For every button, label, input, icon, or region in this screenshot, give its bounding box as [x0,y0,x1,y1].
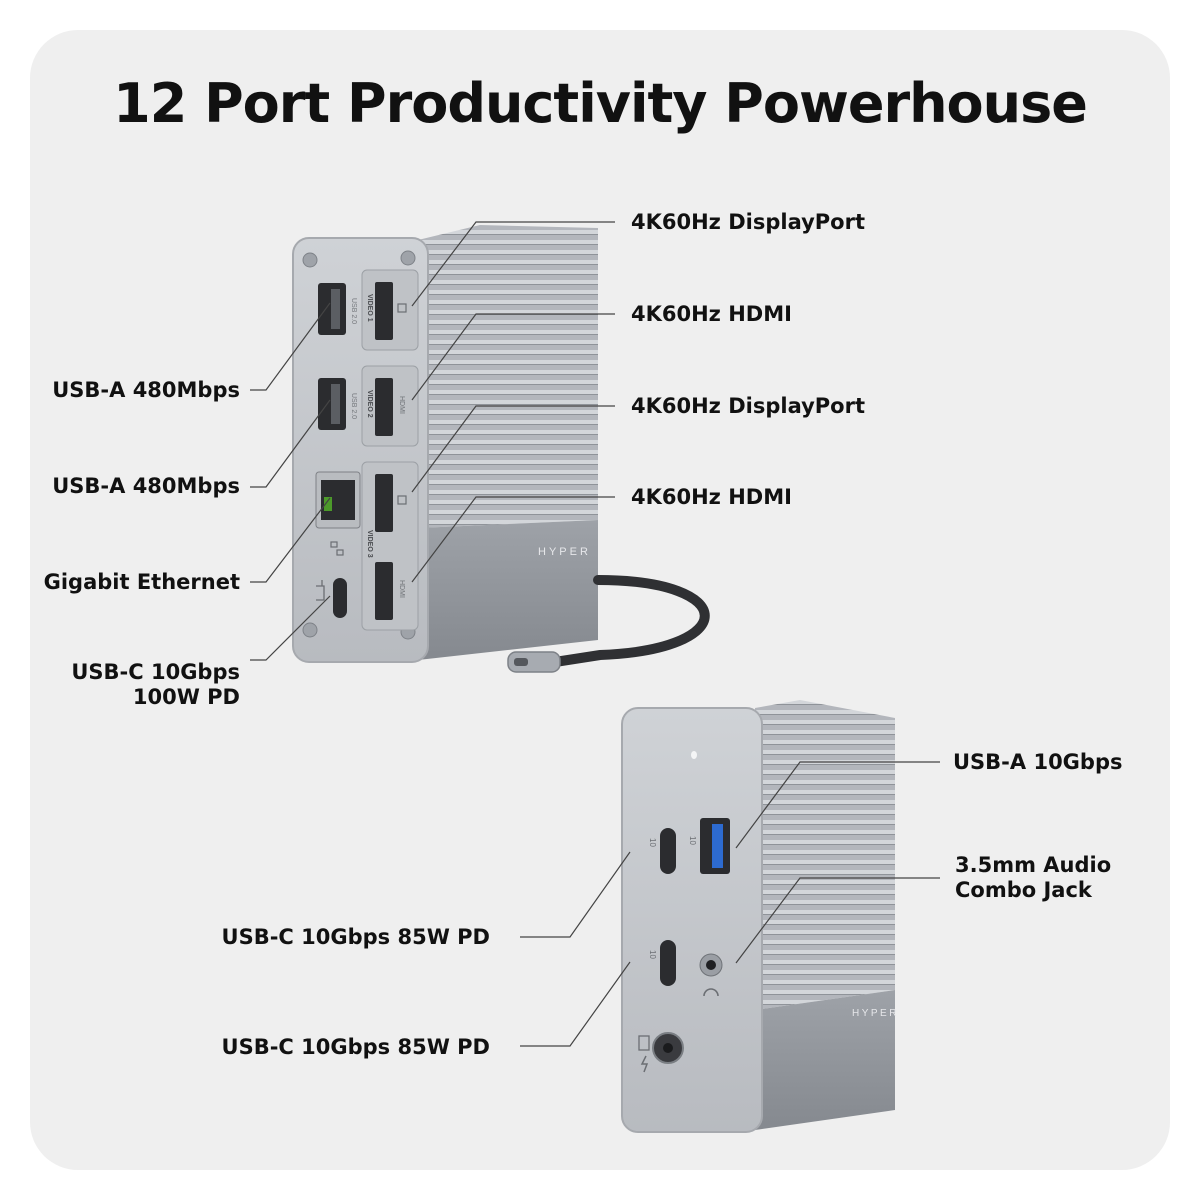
leader-usba1 [250,302,331,391]
power-icon [638,1035,650,1051]
usb-c-100w-port [333,578,347,618]
label-usb-a-480-2: USB-A 480Mbps [52,474,240,498]
leader-usba2 [250,399,331,488]
video1-marking: VIDEO 1 [366,294,373,322]
top-dock: HYPER USB 2.0 USB 2.0 [292,225,710,673]
displayport-icon [397,495,407,505]
status-led [691,751,697,759]
screw [302,252,318,268]
label-displayport-1: 4K60Hz DisplayPort [631,210,866,234]
screw [302,622,318,638]
label-audio-line1: 3.5mm Audio [955,853,1112,877]
hdmi-1 [375,378,393,436]
label-displayport-2: 4K60Hz DisplayPort [631,394,866,418]
label-usb-c-100w-line2: 100W PD [132,685,240,709]
top-brand-text: HYPER [538,546,591,558]
label-usb-a-480-1: USB-A 480Mbps [52,378,240,402]
leader-usba10 [735,761,940,849]
label-hdmi-2: 4K60Hz HDMI [631,485,792,509]
usb20-marking-1: USB 2.0 [350,298,357,324]
leader-hdmi1 [411,313,615,401]
label-audio-line2: Combo Jack [955,878,1092,902]
hdmi-2 [375,562,393,620]
headphone-icon [703,988,719,997]
leader-lines [250,221,940,1047]
usb20-marking-2: USB 2.0 [350,393,357,419]
label-usb-c-85w-1: USB-C 10Gbps 85W PD [221,925,490,949]
usb-c-plug [507,651,561,673]
usb-c-85w-port-2 [660,940,676,986]
leader-usbc100 [250,595,331,661]
bottom-brand-text: HYPER [852,1008,899,1019]
bottom-dock-heatsink-fins [755,700,895,1010]
usb-c-cable [550,575,710,667]
label-gigabit-ethernet: Gigabit Ethernet [43,570,240,594]
label-usb-c-85w-2: USB-C 10Gbps 85W PD [221,1035,490,1059]
ten-gbps-marking-1: 10 [648,838,657,847]
leader-usbc85-2 [520,961,631,1047]
leader-usbc85-1 [520,851,631,938]
leader-ethernet [250,497,331,583]
ten-gbps-marking-2: 10 [648,950,657,959]
displayport-icon [397,303,407,313]
leader-dp1 [411,221,615,307]
leader-audio [735,877,940,964]
video2-marking: VIDEO 2 [366,390,373,418]
hdmi-marking-1: HDMI [398,396,405,414]
bottom-dock-base [755,990,895,1130]
bottom-dock-front-face [621,707,763,1133]
background-panel [30,30,1170,1170]
displayport-2 [375,474,393,532]
power-icon [316,580,325,601]
label-usb-a-10g: USB-A 10Gbps [953,750,1123,774]
ten-gbps-marking-3: 10 [688,836,697,845]
leader-hdmi2 [411,496,615,583]
top-dock-heatsink-fins [418,225,598,528]
leader-dp2 [411,405,615,493]
thunderbolt-icon [640,1055,649,1073]
label-usb-c-100w-line1: USB-C 10Gbps [71,660,240,684]
hdmi-marking-2: HDMI [398,580,405,598]
screw [400,250,416,266]
label-hdmi-1: 4K60Hz HDMI [631,302,792,326]
video3-marking: VIDEO 3 [366,530,373,558]
bottom-dock: HYPER 10 10 10 [621,700,899,1133]
top-dock-base [418,520,598,660]
ethernet-icon [330,541,344,556]
page-title: 12 Port Productivity Powerhouse [113,72,1088,135]
displayport-1 [375,282,393,340]
usb-c-85w-port-1 [660,828,676,874]
